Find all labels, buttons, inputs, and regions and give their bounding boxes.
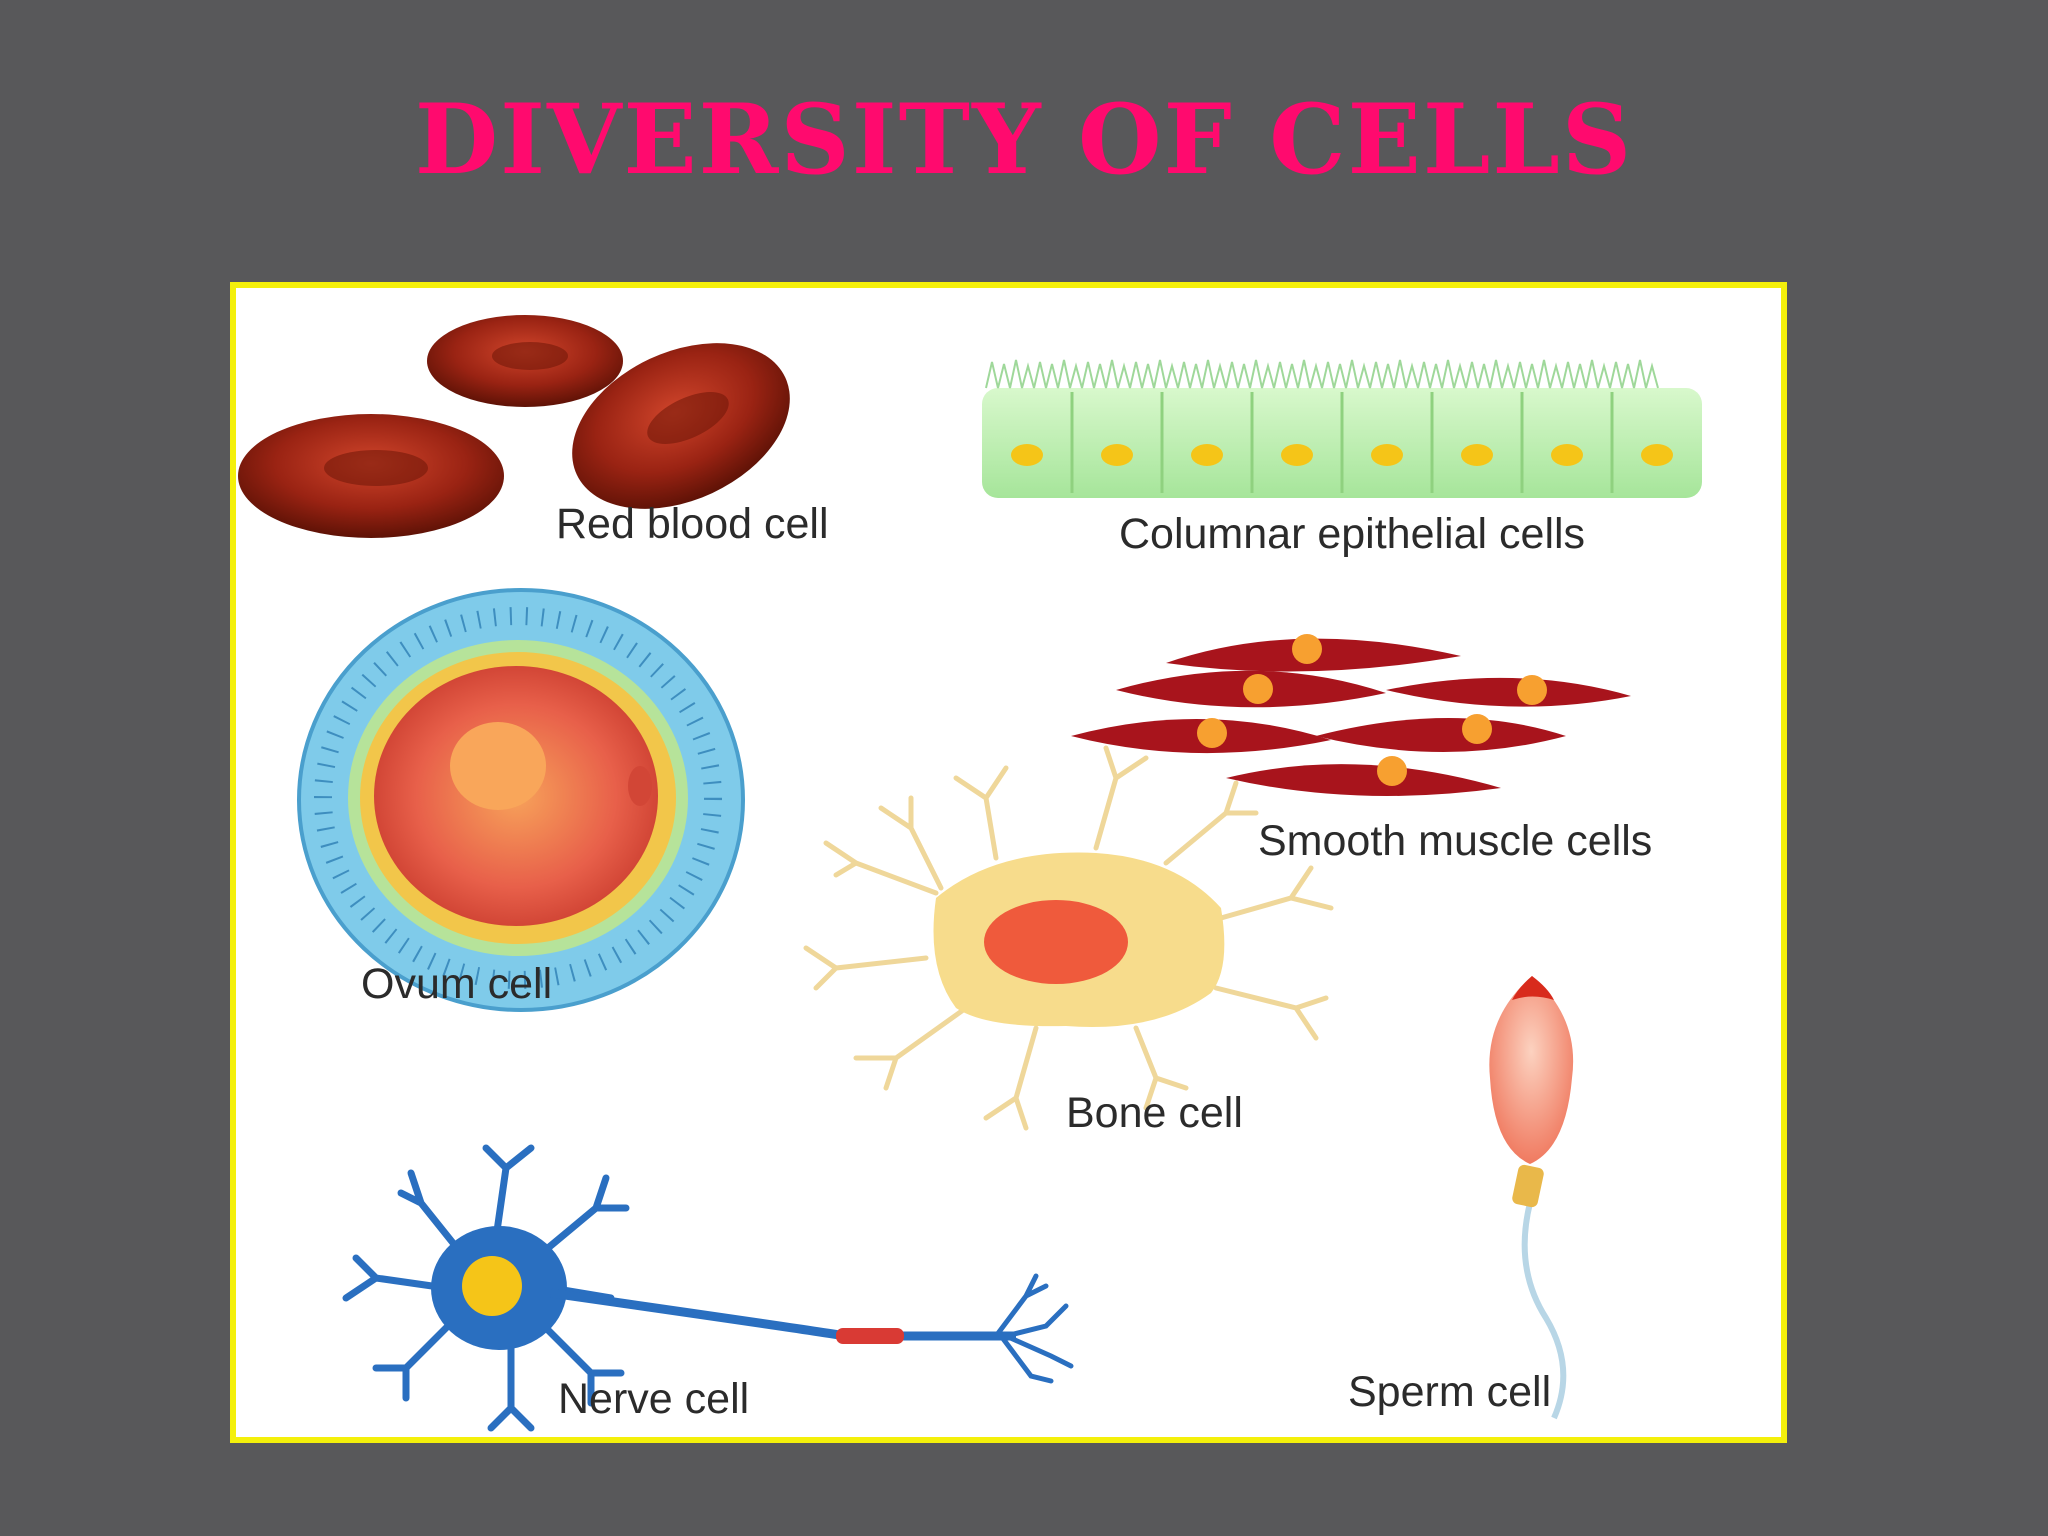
sperm-cell-illustration bbox=[1489, 976, 1574, 1420]
smooth-muscle-illustration bbox=[1071, 634, 1631, 796]
slide-title: DIVERSITY OF CELLS bbox=[414, 83, 1634, 196]
label-columnar-epithelial-cells: Columnar epithelial cells bbox=[1119, 510, 1586, 558]
bone-cell-illustration bbox=[803, 745, 1334, 1131]
label-sperm-cell: Sperm cell bbox=[1348, 1368, 1552, 1416]
label-smooth-muscle-cells: Smooth muscle cells bbox=[1258, 817, 1653, 865]
label-bone-cell: Bone cell bbox=[1066, 1089, 1243, 1137]
red-blood-cell-illustration bbox=[238, 315, 790, 538]
label-nerve-cell: Nerve cell bbox=[558, 1375, 750, 1423]
ovum-illustration bbox=[297, 588, 745, 1012]
label-ovum-cell: Ovum cell bbox=[361, 960, 553, 1008]
label-red-blood-cell: Red blood cell bbox=[556, 500, 829, 548]
columnar-epithelial-illustration bbox=[982, 359, 1702, 498]
cell-diagram-frame: Red blood cell Columnar epithelial cells… bbox=[230, 282, 1787, 1443]
nerve-cell-illustration bbox=[342, 1144, 1074, 1432]
